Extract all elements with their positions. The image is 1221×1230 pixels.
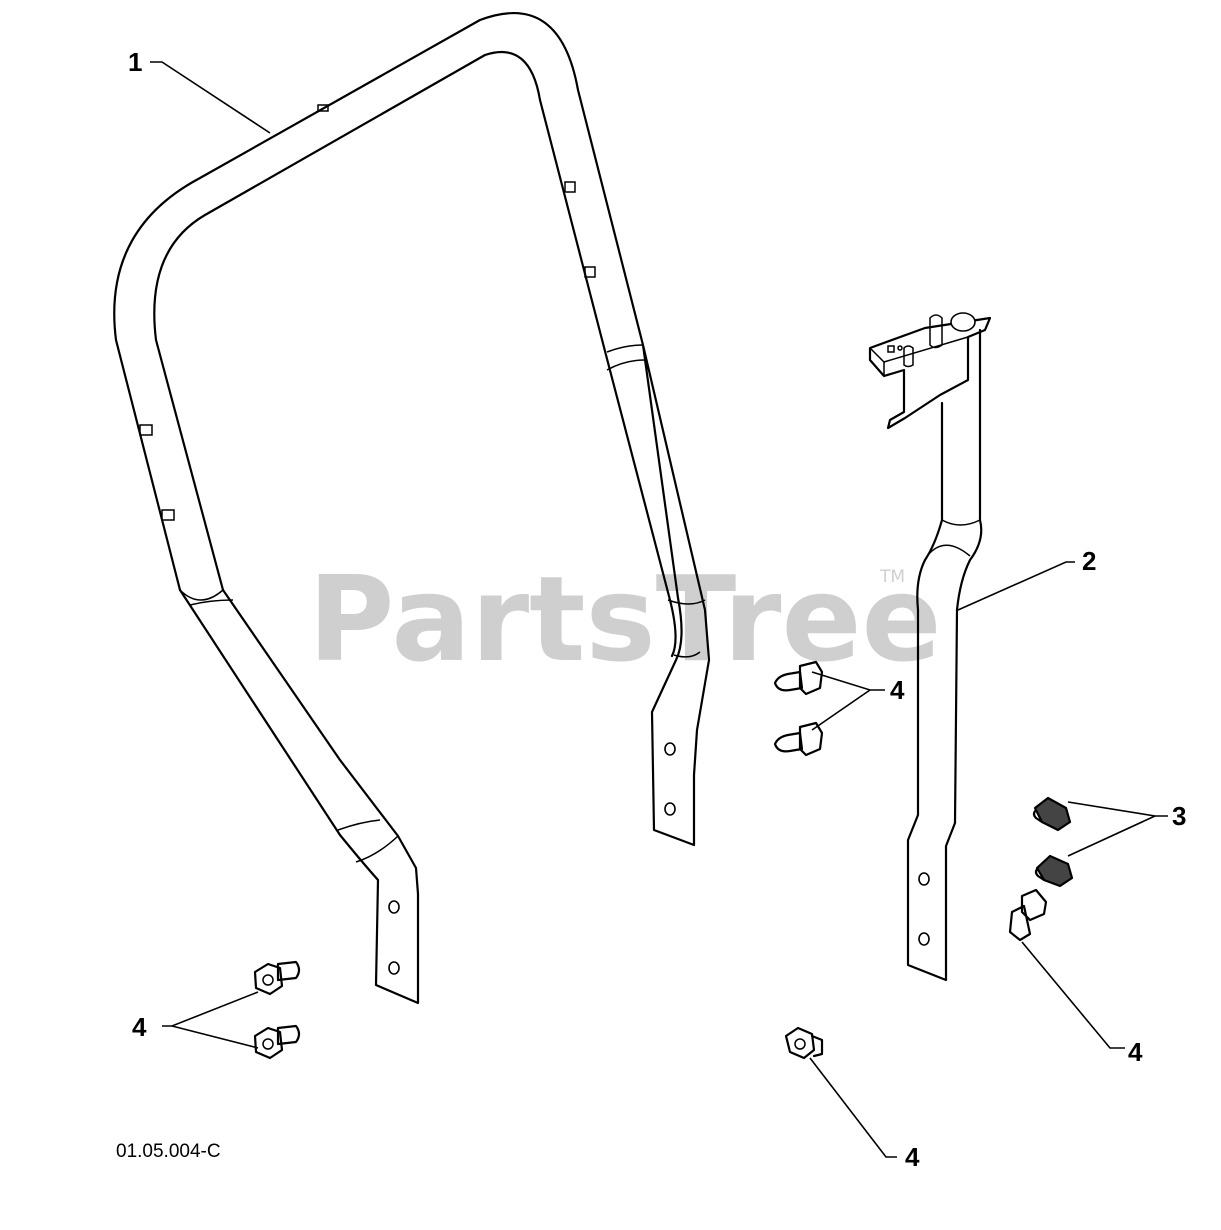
roll-bar-part-1	[113, 11, 711, 1005]
callout-part-3: 3	[1172, 801, 1186, 831]
callout-part-2: 2	[1082, 546, 1096, 576]
bolt-right-angled	[1008, 888, 1048, 942]
watermark-trademark: TM	[879, 567, 905, 587]
screw-right-upper	[1032, 796, 1072, 832]
watermark-text: PartsTree	[308, 550, 942, 688]
leader-lines	[150, 61, 1168, 1158]
bolt-center-upper	[773, 660, 824, 696]
bolt-left-upper	[253, 960, 301, 996]
callout-part-1: 1	[128, 47, 142, 77]
callout-part-4-left: 4	[132, 1012, 147, 1042]
callout-part-4-bottom: 4	[905, 1142, 920, 1172]
drawing-number: 01.05.004-C	[116, 1141, 221, 1162]
bolt-bottom	[784, 1026, 824, 1060]
screw-right-lower	[1034, 854, 1074, 888]
callout-part-4-center: 4	[890, 675, 905, 705]
bolt-left-lower	[253, 1024, 301, 1060]
support-tube-part-2	[868, 312, 992, 982]
callout-part-4-right: 4	[1128, 1037, 1143, 1067]
bolt-center-lower	[773, 721, 824, 757]
